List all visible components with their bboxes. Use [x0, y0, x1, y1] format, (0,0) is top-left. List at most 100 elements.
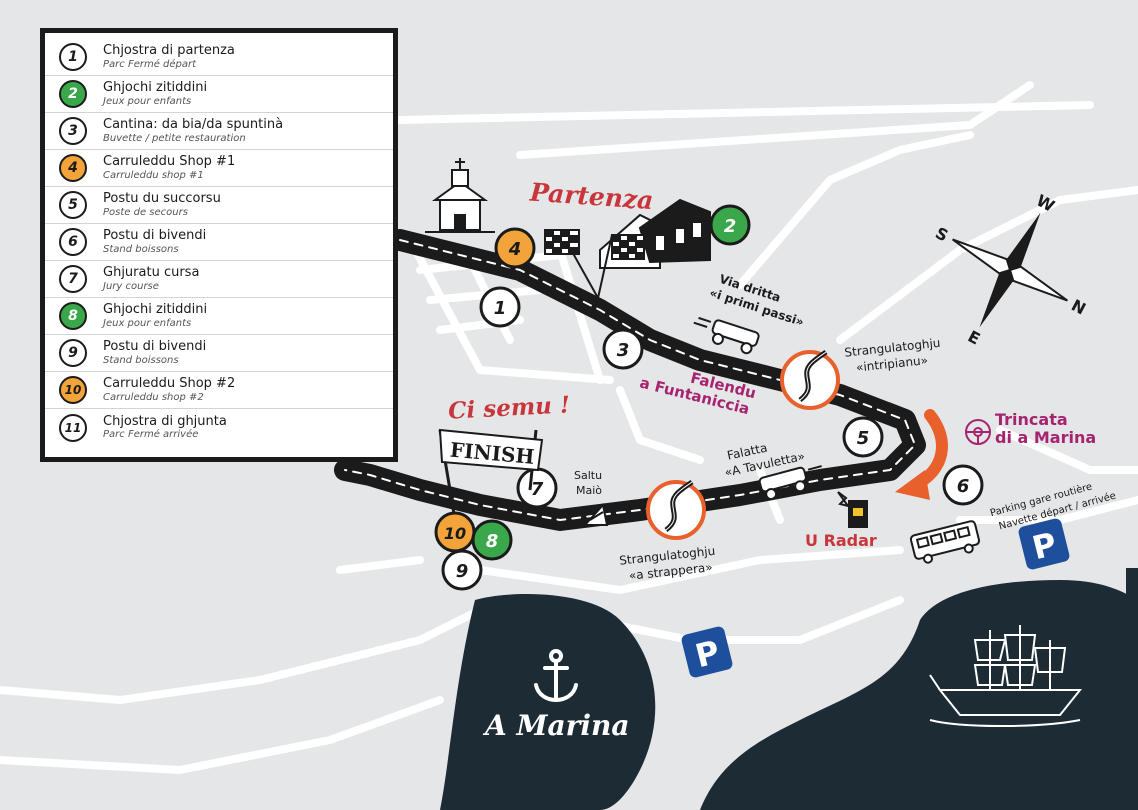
sea-edge: [1126, 568, 1138, 602]
legend-title: Postu di bivendi: [103, 339, 207, 355]
soapbox-car-icon-2: [758, 465, 826, 501]
direction-arrow-icon: [895, 409, 948, 500]
legend-title: Postu di bivendi: [103, 228, 207, 244]
marker-9-number: 9: [456, 561, 469, 582]
legend-subtitle: Carruleddu shop #1: [103, 169, 204, 181]
legend-title: Carruleddu Shop #2: [103, 376, 236, 392]
legend-title: Ghjochi zitiddini: [103, 80, 208, 96]
race-route: [334, 229, 926, 531]
sea-water: [700, 580, 1138, 810]
marker-4-number: 4: [508, 239, 522, 260]
marker-2[interactable]: 2: [709, 204, 751, 246]
steering-wheel-icon: [965, 419, 991, 445]
parking-sign-1[interactable]: P: [1017, 517, 1070, 570]
marker-3-number: 3: [617, 340, 630, 361]
legend-number-badge: 5: [59, 191, 87, 219]
legend-title: Ghjuratu cursa: [103, 265, 200, 281]
ramp-icon: [582, 502, 609, 526]
strang2-marker[interactable]: [646, 479, 706, 540]
legend-number-badge: 11: [59, 413, 87, 442]
saltu-line1: Saltu: [574, 469, 602, 482]
legend-number-badge: 7: [59, 265, 87, 293]
marker-2-number: 2: [724, 216, 737, 237]
ci-semu-label: Ci semu !: [448, 391, 571, 424]
legend-subtitle: Jury course: [103, 280, 159, 292]
legend-subtitle: Jeux pour enfants: [103, 317, 192, 329]
marker-1-number: 1: [494, 298, 507, 319]
marker-9[interactable]: 9: [441, 549, 483, 591]
legend-subtitle: Stand boissons: [103, 354, 179, 366]
strang1-marker[interactable]: [780, 349, 840, 410]
legend-number-badge: 3: [59, 117, 87, 145]
marker-8-number: 8: [486, 531, 499, 552]
marker-5[interactable]: 5: [842, 416, 884, 458]
legend-subtitle: Parc Fermé arrivée: [103, 429, 199, 441]
marker-7-number: 7: [531, 479, 544, 500]
ship-icon: [929, 625, 1083, 727]
marker-10-number: 10: [444, 524, 466, 543]
legend-number-badge: 4: [59, 154, 87, 182]
bus-icon: [909, 520, 981, 564]
trincata-line1: Trincata: [995, 410, 1068, 429]
finish-banner-icon: [438, 428, 544, 521]
marker-7[interactable]: 7: [516, 467, 558, 509]
legend-number-badge: 1: [59, 43, 87, 71]
legend-subtitle: Stand boissons: [103, 243, 179, 255]
legend-title: Chjostra di ghjunta: [103, 413, 227, 429]
legend-subtitle: Buvette / petite restauration: [103, 132, 246, 144]
marker-8[interactable]: 8: [471, 519, 513, 561]
legend-title: Ghjochi zitiddini: [103, 302, 208, 318]
legend-subtitle: Poste de secours: [103, 206, 188, 218]
church-icon: [425, 158, 495, 233]
legend-subtitle: Carruleddu shop #2: [103, 391, 204, 403]
legend-number-badge: 10: [59, 376, 87, 404]
legend-number-badge: 9: [59, 339, 87, 367]
legend-title: Cantina: da bia/da spuntinà: [103, 117, 284, 133]
marker-4[interactable]: 4: [494, 227, 536, 269]
legend-title: Chjostra di partenza: [103, 43, 235, 59]
marker-10[interactable]: 10: [434, 511, 476, 553]
marker-3[interactable]: 3: [602, 328, 644, 370]
soapbox-car-icon: [693, 316, 760, 355]
legend-number-badge: 2: [59, 80, 87, 108]
marker-1[interactable]: 1: [479, 286, 521, 328]
marker-6[interactable]: 6: [942, 464, 984, 506]
radar-label: U Radar: [805, 531, 877, 550]
legend-subtitle: Jeux pour enfants: [103, 95, 192, 107]
checkered-flag-icon: [544, 229, 645, 299]
legend-number-badge: 6: [59, 228, 87, 256]
a-marina-label: A Marina: [482, 709, 630, 742]
anchor-icon: [534, 649, 578, 702]
parking-sign-2[interactable]: P: [680, 625, 733, 678]
street-network: [0, 81, 1138, 774]
trincata-line2: di a Marina: [995, 428, 1096, 447]
legend-subtitle: Parc Fermé départ: [103, 58, 197, 70]
marker-5-number: 5: [857, 428, 870, 449]
marker-6-number: 6: [957, 476, 970, 497]
legend-title: Postu du succorsu: [103, 191, 221, 207]
